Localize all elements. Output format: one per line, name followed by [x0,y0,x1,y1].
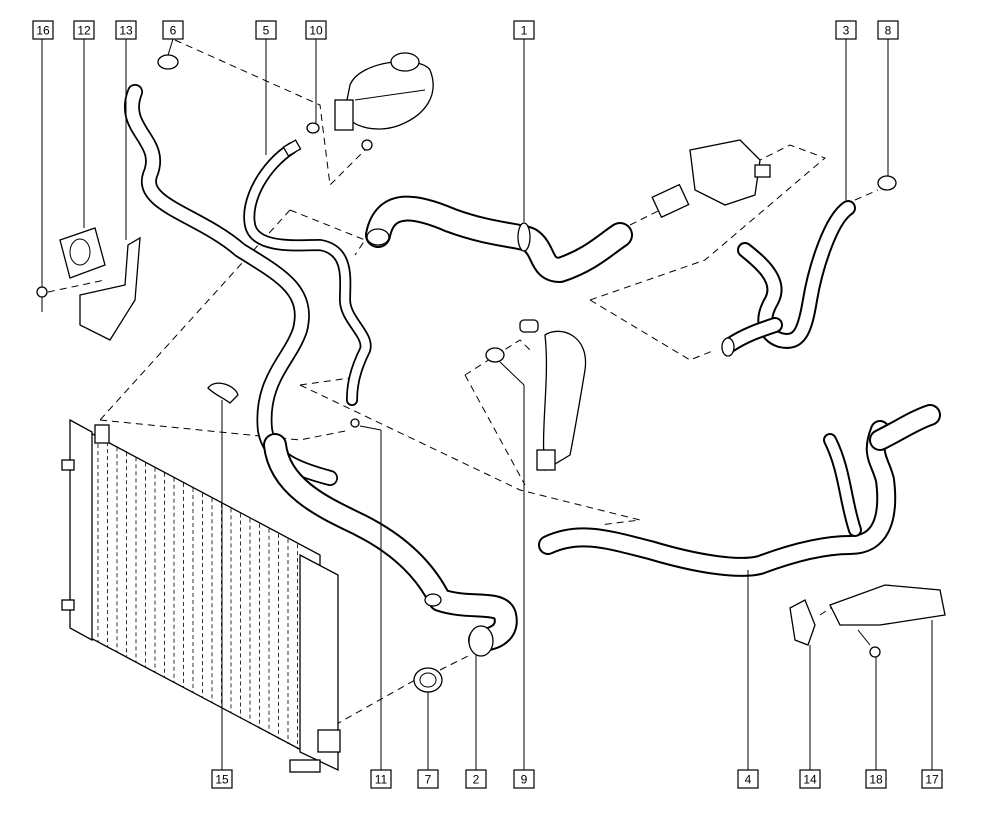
hose-1-engine-outlet [365,195,633,283]
radiator [61,418,341,773]
clamp-15 [207,382,239,404]
svg-text:16: 16 [36,24,50,38]
svg-text:11: 11 [375,773,388,787]
clamp-6 [157,54,179,70]
svg-text:9: 9 [521,773,528,787]
clamp-8 [877,175,897,191]
hose-2-lower-radiator [263,433,518,657]
clamp-7 [413,667,443,693]
clamp-11 [350,418,360,428]
clamp-10 [306,122,320,134]
callout-13: 13 [115,20,137,40]
svg-text:2: 2 [473,773,480,787]
callout-7: 7 [417,769,439,789]
hose-13-upper-radiator [123,84,338,486]
callout-5: 5 [255,20,277,40]
assembly-dashed-lines [47,39,879,726]
svg-text:4: 4 [745,773,752,787]
svg-text:10: 10 [309,24,323,38]
callout-6: 6 [162,20,184,40]
svg-text:14: 14 [803,773,817,787]
svg-text:5: 5 [263,24,270,38]
svg-text:13: 13 [119,24,133,38]
svg-text:3: 3 [843,24,850,38]
svg-text:8: 8 [885,24,892,38]
hose-5-expansion-tank [243,139,372,406]
hose-4-long-heater [538,404,941,577]
bolt-18 [857,629,881,658]
sleeve-12 [59,227,106,279]
callout-16: 16 [32,20,54,40]
callout-12: 12 [73,20,95,40]
svg-text:12: 12 [77,24,91,38]
callout-18: 18 [865,769,887,789]
hose-3-heater [721,200,856,357]
svg-text:6: 6 [170,24,177,38]
bolt-16 [36,286,48,312]
svg-text:15: 15 [215,773,229,787]
callout-1: 1 [513,20,535,40]
thermostat-housing [651,139,771,219]
callout-9: 9 [513,769,535,789]
callout-8: 8 [877,20,899,40]
svg-text:18: 18 [869,773,883,787]
expansion-tank [334,52,434,151]
bracket-13 [79,236,141,341]
svg-text:17: 17 [925,773,939,787]
connector-14 [789,599,816,646]
callout-4: 4 [737,769,759,789]
callout-14: 14 [799,769,821,789]
svg-text:7: 7 [425,773,432,787]
callout-17: 17 [921,769,943,789]
leader-lines [41,38,933,770]
callout-2: 2 [465,769,487,789]
callout-10: 10 [305,20,327,40]
clamp-9-small [485,347,505,363]
callout-11: 11 [370,769,392,789]
svg-text:1: 1 [521,24,528,38]
bracket-17 [829,584,946,626]
callout-3: 3 [835,20,857,40]
callout-15: 15 [211,769,233,789]
water-outlet-9 [519,319,587,472]
